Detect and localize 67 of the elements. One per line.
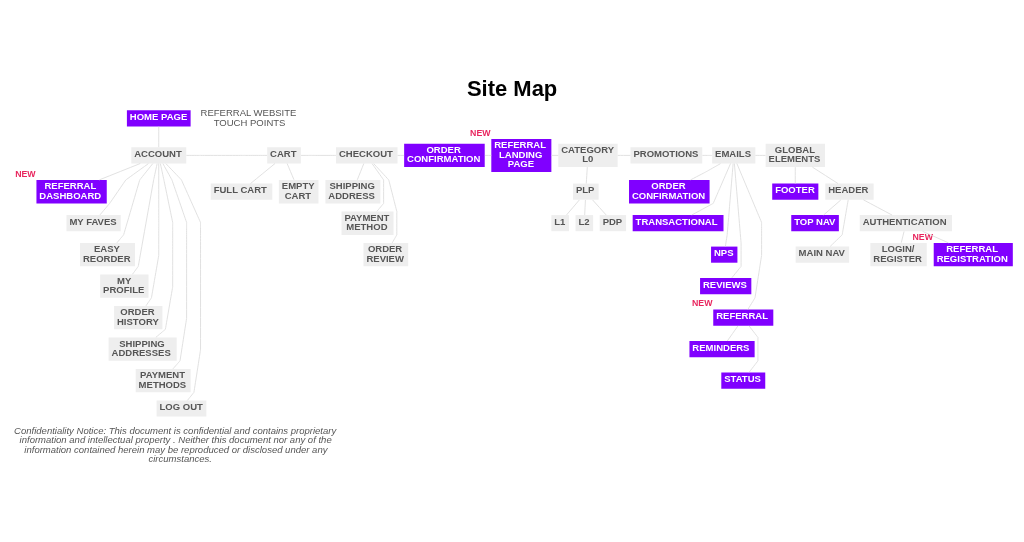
node-box: CART bbox=[267, 146, 301, 163]
node-box: EMAILS bbox=[712, 146, 756, 163]
node-box: CHECKOUT bbox=[336, 146, 398, 163]
node-box: REFERRAL DASHBOARD bbox=[36, 179, 107, 203]
node-box: FOOTER bbox=[772, 183, 819, 200]
connector bbox=[250, 162, 276, 184]
node-box: SHIPPING ADDRESSES bbox=[108, 336, 177, 361]
node-box: REVIEWS bbox=[700, 277, 752, 294]
connector bbox=[724, 162, 734, 247]
node-box: LOGIN/ REGISTER bbox=[870, 242, 927, 266]
node-box: HEADER bbox=[825, 183, 874, 200]
connector bbox=[99, 162, 149, 215]
node-box: EMPTY CART bbox=[278, 179, 319, 203]
connector bbox=[98, 162, 141, 180]
connector bbox=[356, 162, 365, 180]
connector bbox=[726, 325, 739, 341]
node-box: ORDER CONFIRMATION bbox=[629, 179, 710, 203]
node-box: GLOBAL ELEMENTS bbox=[765, 143, 825, 167]
connector bbox=[162, 162, 188, 369]
node-box: REFERRAL bbox=[713, 309, 774, 326]
connector bbox=[748, 324, 759, 373]
node-box: ORDER HISTORY bbox=[114, 305, 163, 329]
connector bbox=[829, 198, 849, 247]
node-box: PAYMENT METHOD bbox=[341, 210, 394, 235]
node-box: TRANSACTIONAL bbox=[632, 214, 724, 231]
connector bbox=[922, 230, 949, 243]
connector bbox=[731, 162, 742, 278]
node-box: ACCOUNT bbox=[131, 146, 187, 163]
connector bbox=[863, 198, 893, 215]
connector bbox=[690, 162, 721, 180]
connector bbox=[566, 199, 580, 215]
node-box: STATUS bbox=[721, 372, 766, 389]
connector bbox=[691, 162, 731, 215]
node-box: ORDER REVIEW bbox=[363, 242, 409, 266]
node-box: CATEGORY L0 bbox=[558, 143, 618, 167]
node-label: NEW bbox=[15, 168, 36, 179]
connector bbox=[132, 162, 158, 275]
node-box: ORDER CONFIRMATION bbox=[404, 143, 485, 167]
node-box: PROMOTIONS bbox=[630, 146, 703, 163]
node-label: NEW bbox=[912, 231, 933, 242]
node-box: REFERRAL LANDING PAGE bbox=[491, 138, 552, 172]
node-box: REFERRAL REGISTRATION bbox=[933, 242, 1013, 266]
connector bbox=[592, 199, 607, 215]
connector bbox=[286, 162, 295, 180]
connector bbox=[736, 162, 763, 310]
node-box: NPS bbox=[711, 246, 738, 263]
node-box: HOME PAGE bbox=[126, 109, 191, 126]
node-box: PLP bbox=[573, 183, 599, 200]
label: Confidentiality Notice: This document is confidential and contains proprietary information and intellectual property . Neither this document nor any of the information contained herein may be reproduced or disclosed under any circumstances. bbox=[14, 424, 337, 464]
connector bbox=[812, 166, 839, 184]
connector bbox=[155, 162, 174, 338]
node-label: NEW bbox=[470, 127, 491, 138]
connector bbox=[165, 162, 201, 401]
connector bbox=[371, 162, 385, 212]
node-label: NEW bbox=[692, 297, 713, 308]
connector bbox=[373, 162, 398, 243]
node-box: AUTHENTICATION bbox=[859, 214, 953, 231]
label: REFERRAL WEBSITE TOUCH POINTS bbox=[200, 106, 297, 128]
node-box: L1 bbox=[551, 214, 569, 231]
connector bbox=[900, 230, 905, 243]
connector bbox=[145, 162, 160, 306]
connector bbox=[823, 199, 842, 215]
connector bbox=[116, 162, 154, 243]
node-box: TOP NAV bbox=[791, 214, 839, 231]
node-box: REMINDERS bbox=[689, 340, 755, 357]
node-box: MY PROFILE bbox=[100, 273, 149, 298]
diagram-title: Site Map bbox=[466, 75, 558, 101]
